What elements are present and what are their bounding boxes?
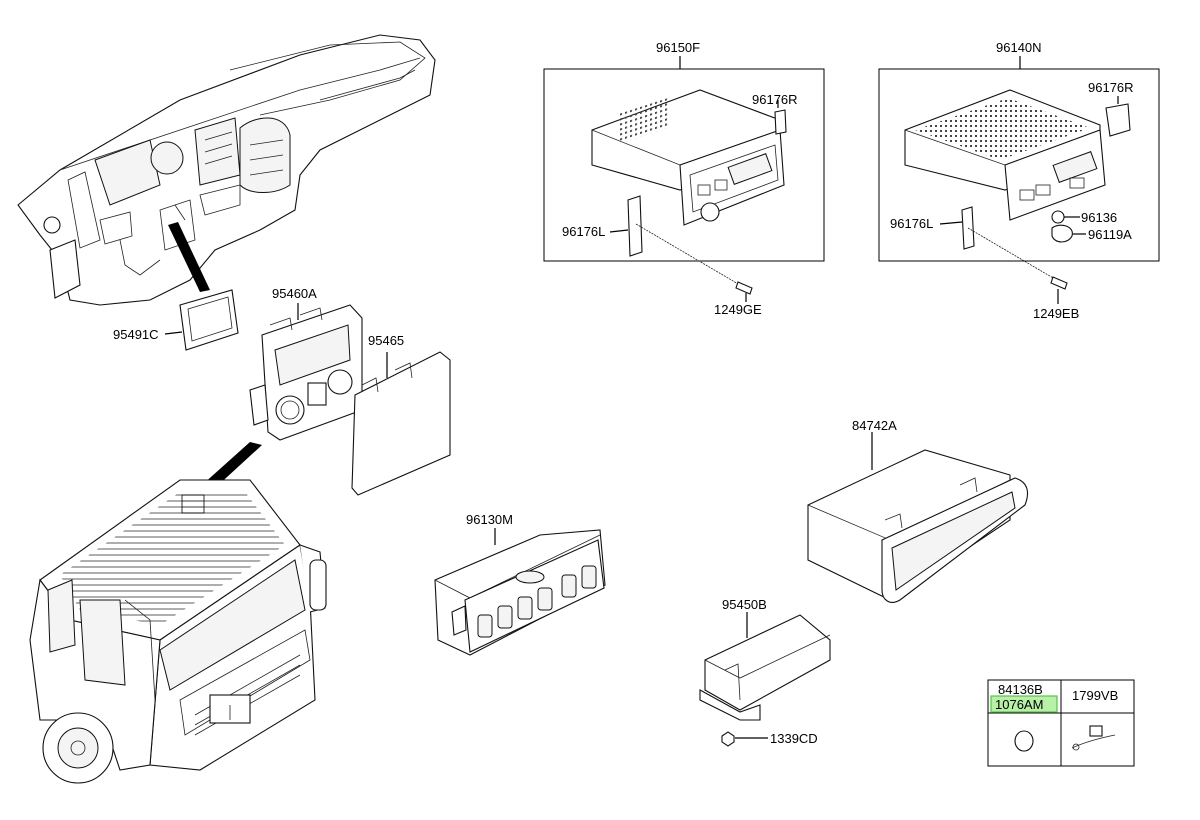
legend-1076AM: 1076AM	[995, 697, 1043, 712]
legend-plug-icon	[1014, 730, 1034, 752]
label-96176R-b: 96176R	[1088, 80, 1134, 95]
part-95450B-module	[699, 614, 831, 721]
truck-illustration	[29, 479, 327, 784]
part-84742A-tray	[807, 449, 1029, 603]
part-96140N-radio	[904, 89, 1106, 221]
part-96136-knob	[1051, 210, 1065, 224]
screw-line-1249GE	[635, 223, 746, 289]
legend-clip-icon	[1071, 725, 1116, 751]
legend-84136B: 84136B	[998, 682, 1043, 697]
part-1339CD-nut	[721, 731, 735, 747]
label-96130M: 96130M	[466, 512, 513, 527]
label-96176L-a: 96176L	[562, 224, 605, 239]
part-96176R-bracket-b	[1105, 103, 1131, 137]
label-1249EB: 1249EB	[1033, 306, 1079, 321]
frame-96140N	[878, 68, 1160, 262]
part-96150F-radio	[591, 89, 785, 226]
part-96130M-switch-panel	[434, 529, 606, 656]
label-84742A: 84742A	[852, 418, 897, 433]
label-95450B: 95450B	[722, 597, 767, 612]
label-96150F: 96150F	[656, 40, 700, 55]
label-1339CD: 1339CD	[770, 731, 818, 746]
part-1249GE-screw	[735, 281, 753, 295]
part-96119A-knob	[1051, 224, 1073, 243]
part-95465-cover	[351, 351, 451, 496]
part-1249EB-screw	[1050, 276, 1068, 290]
label-1249GE: 1249GE	[714, 302, 762, 317]
part-95491C-bezel	[179, 289, 239, 351]
part-95460A-panel	[249, 304, 363, 441]
label-95460A: 95460A	[272, 286, 317, 301]
legend-table: 84136B 1076AM 1799VB	[987, 679, 1135, 767]
label-96176R-a: 96176R	[752, 92, 798, 107]
legend-1799VB: 1799VB	[1072, 688, 1118, 703]
label-95465: 95465	[368, 333, 404, 348]
label-96119A: 96119A	[1088, 227, 1132, 242]
screw-line-1249EB	[967, 227, 1061, 283]
frame-96150F	[543, 68, 825, 262]
dashboard-illustration	[17, 34, 436, 306]
label-95491C: 95491C	[113, 327, 159, 342]
legend-highlight-box	[990, 695, 1058, 713]
label-96140N: 96140N	[996, 40, 1042, 55]
label-96176L-b: 96176L	[890, 216, 933, 231]
pointer-wedge-dash	[168, 222, 210, 292]
part-96176L-bracket-a	[627, 195, 643, 257]
label-96136: 96136	[1081, 210, 1117, 225]
part-96176R-bracket-a	[774, 109, 787, 135]
